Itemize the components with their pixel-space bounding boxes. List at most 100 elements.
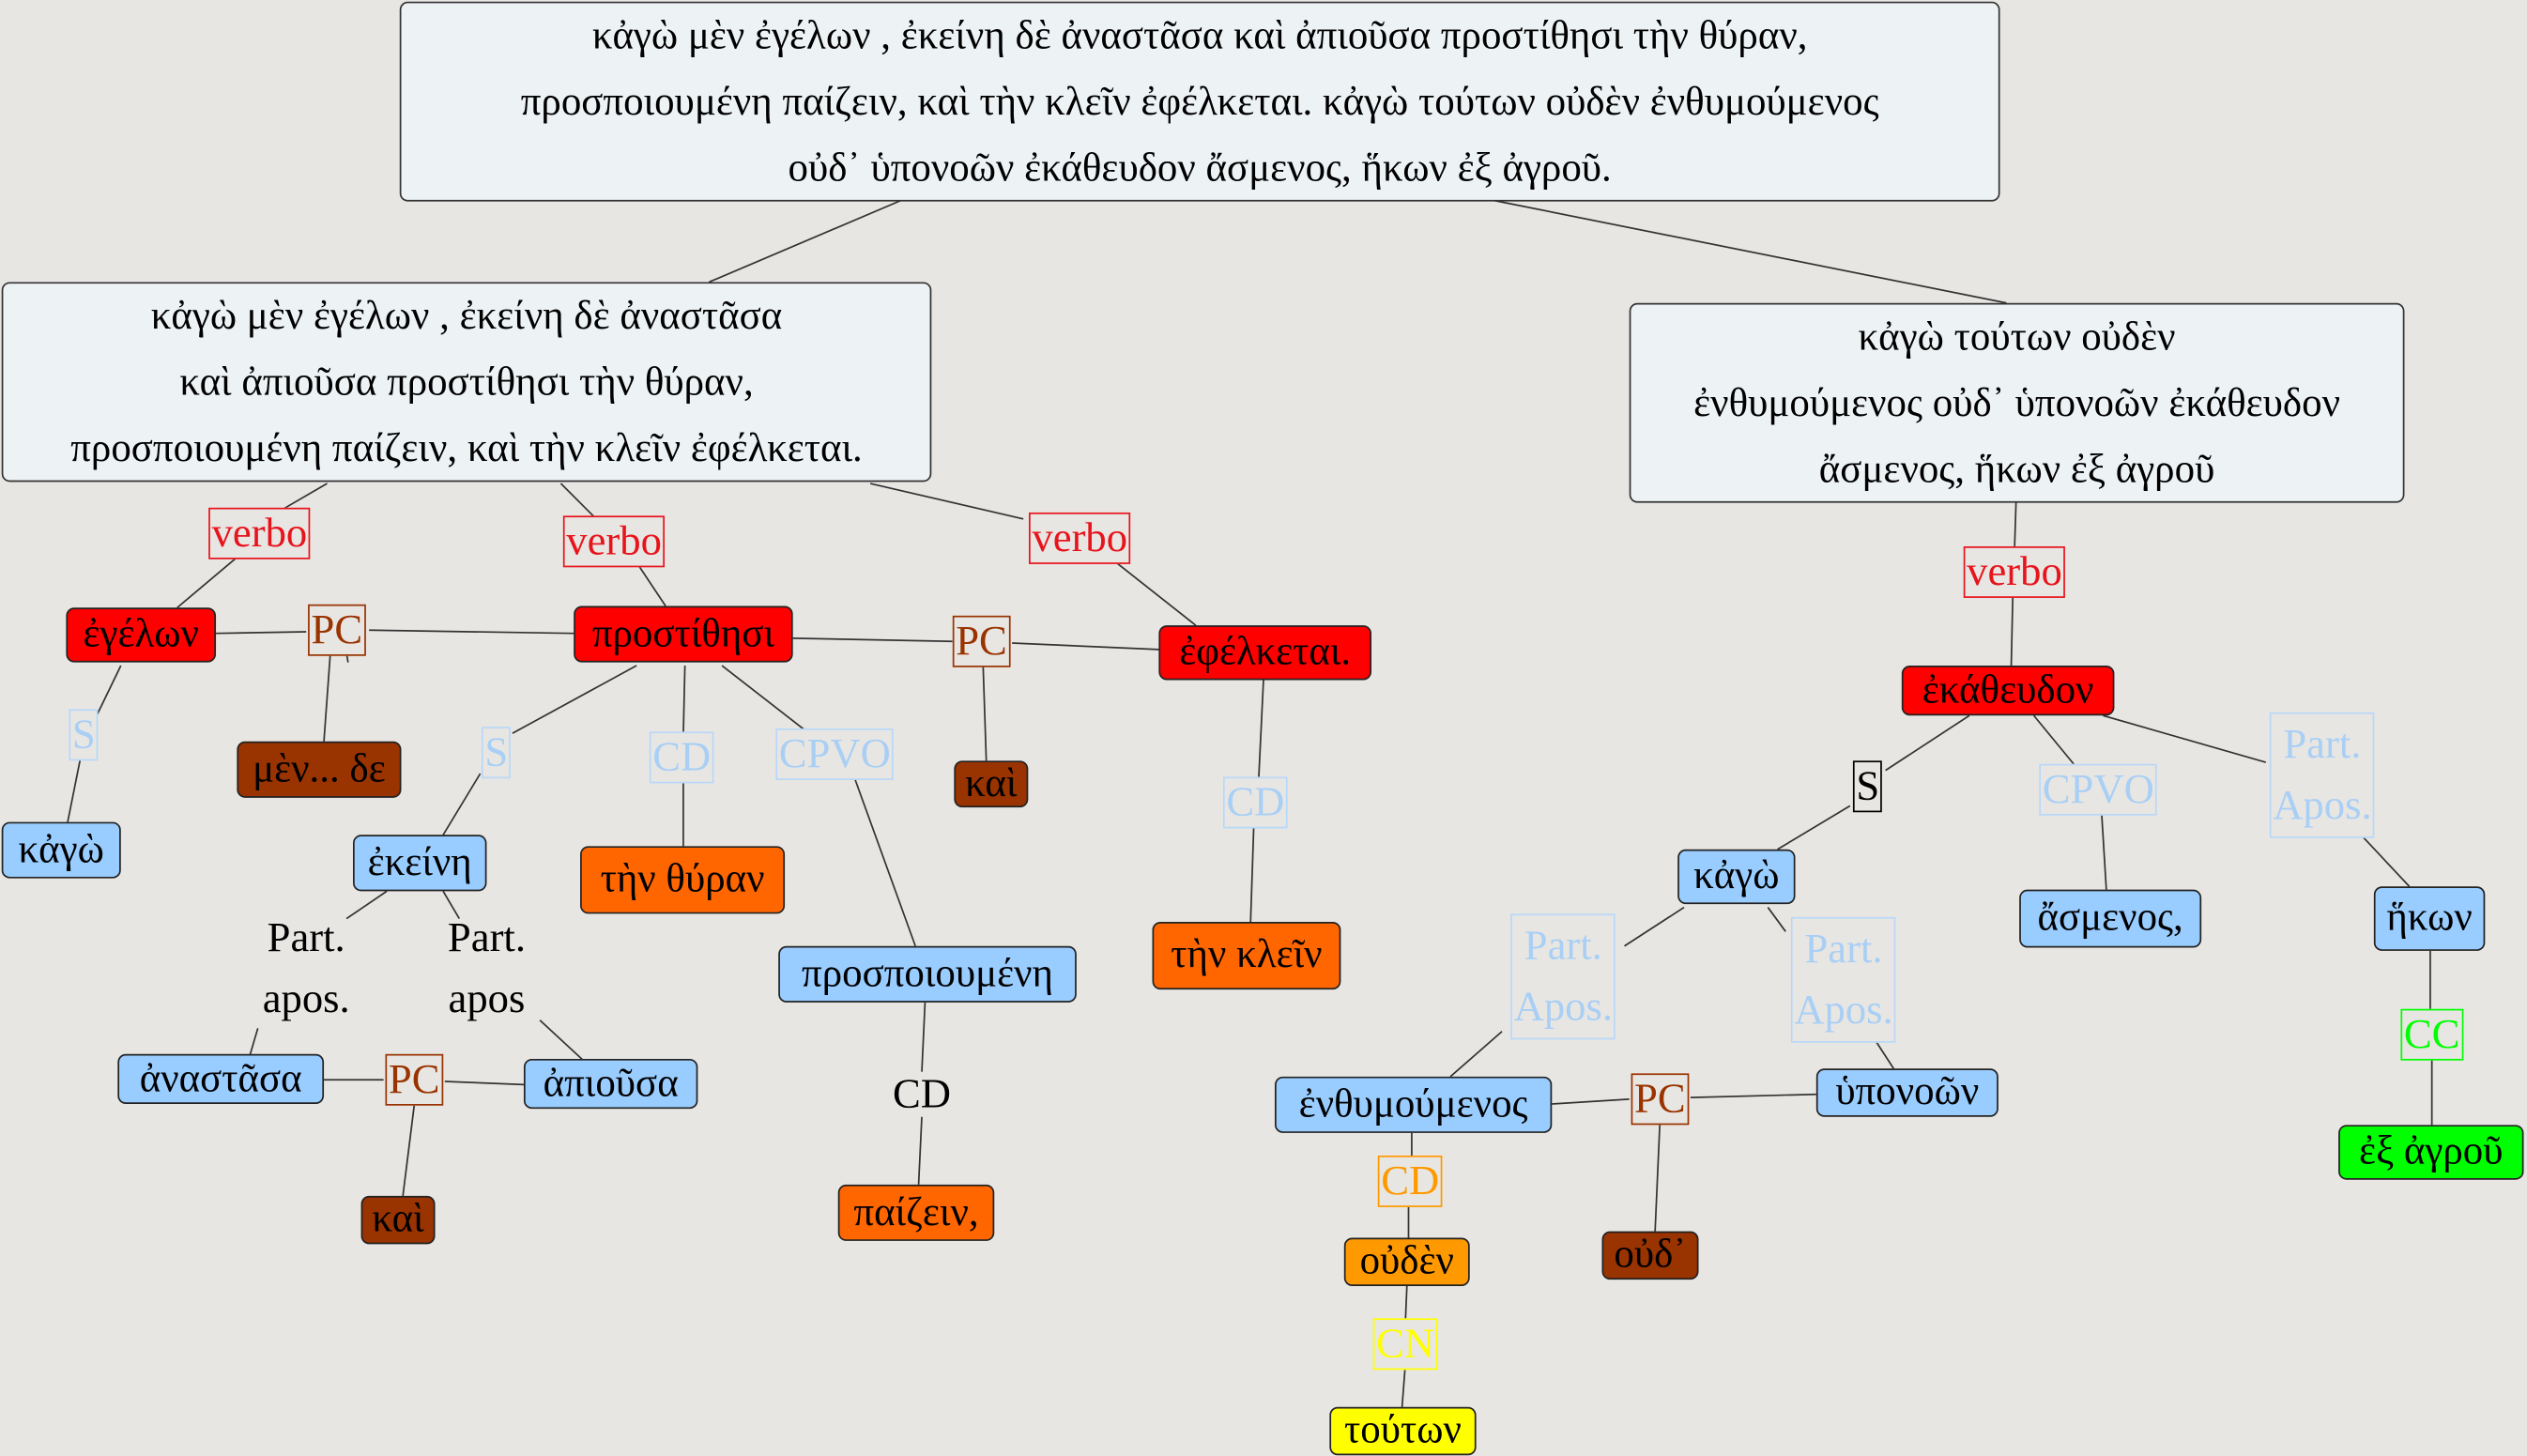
word-node-exagrou[interactable]: ἐξ ἀγροῦ: [2338, 1125, 2524, 1180]
relation-label-pa1: Part. apos.: [262, 913, 350, 1022]
tree-edge: [917, 1116, 923, 1185]
tree-edge: [442, 890, 461, 920]
relation-label-pc3: PC: [385, 1053, 443, 1106]
relation-label-cpvo2: CPVO: [2039, 763, 2158, 816]
tree-edge: [1690, 1093, 1816, 1098]
tree-edge: [921, 1002, 927, 1072]
right-clause-box[interactable]: κἀγὼ τούτων οὐδὲν ἐνθυμούμενος οὐδ᾽ ὑπον…: [1629, 302, 2405, 503]
tree-edge: [1885, 714, 1970, 772]
full-sentence-box[interactable]: κἀγὼ μὲν ἐγέλων , ἐκείνη δὲ ἀναστᾶσα καὶ…: [399, 1, 2000, 202]
relation-label-cd3: CD: [892, 1069, 952, 1117]
tree-edge: [2360, 834, 2411, 887]
word-node-kai2[interactable]: καὶ: [360, 1195, 436, 1245]
tree-edge: [1404, 1285, 1408, 1326]
relation-label-verbo3: verbo: [1029, 512, 1131, 564]
sentence-line: κἀγὼ τούτων οὐδὲν: [1858, 314, 2176, 359]
word-node-paizein[interactable]: παίζειν,: [837, 1184, 995, 1241]
tree-edge: [176, 555, 239, 608]
tree-edge: [1490, 199, 2007, 304]
left-clause-box[interactable]: κἀγὼ μὲν ἐγέλων , ἐκείνη δὲ ἀναστᾶσα καὶ…: [1, 282, 932, 483]
word-node-kago2[interactable]: κἀγὼ: [1677, 849, 1796, 905]
word-node-apiousa[interactable]: ἀπιοῦσα: [523, 1058, 698, 1110]
relation-label-pc4: PC: [1631, 1073, 1690, 1126]
word-node-prospoioumene[interactable]: προσποιουμένη: [778, 945, 1077, 1003]
word-node-ekatheudon[interactable]: ἐκάθευδον: [1901, 666, 2115, 716]
tree-edge: [2032, 714, 2080, 772]
tree-edge: [444, 1081, 524, 1086]
sentence-line: οὐδ᾽ ὑπονοῶν ἐκάθευδον ἄσμενος, ἥκων ἐξ …: [788, 146, 1612, 190]
relation-label-cd1: CD: [649, 731, 714, 784]
tree-edge: [1012, 642, 1159, 651]
tree-edge: [539, 1019, 585, 1062]
tree-edge: [369, 629, 574, 635]
relation-label-pa5: Part. Apos.: [2269, 712, 2376, 838]
tree-edge: [982, 664, 988, 761]
word-node-kago1[interactable]: κἀγὼ: [1, 821, 121, 879]
tree-edge: [323, 652, 331, 742]
tree-edge: [1767, 907, 1786, 932]
tree-edge: [512, 665, 637, 734]
sentence-line: ἄσμενος, ἥκων ἐξ ἀγροῦ: [1818, 447, 2215, 491]
tree-edge: [682, 666, 686, 735]
word-node-mende[interactable]: μὲν... δε: [237, 741, 402, 798]
word-node-hekon[interactable]: ἥκων: [2373, 886, 2486, 951]
relation-label-verbo4: verbo: [1963, 545, 2066, 598]
tree-edge: [853, 776, 916, 947]
relation-label-pa2: Part. apos: [447, 913, 527, 1022]
tree-edge: [1777, 805, 1851, 851]
tree-edge: [96, 665, 122, 716]
word-node-kai1[interactable]: καὶ: [954, 760, 1029, 808]
relation-label-pa3: Part. Apos.: [1510, 913, 1616, 1040]
tree-edge: [1449, 1031, 1503, 1078]
tree-edge: [1552, 1098, 1630, 1105]
sentence-line: ἐνθυμούμενος οὐδ᾽ ὑπονοῶν ἐκάθευδον: [1693, 381, 2341, 425]
word-node-prostithesi[interactable]: προστίθησι: [574, 605, 793, 663]
tree-edge: [2100, 810, 2107, 890]
tree-edge: [1624, 906, 1685, 947]
tree-edge: [709, 199, 903, 284]
tree-edge: [721, 665, 810, 734]
sentence-line: κἀγὼ μὲν ἐγέλων , ἐκείνη δὲ ἀναστᾶσα καὶ…: [591, 13, 1808, 57]
tree-edge: [442, 773, 482, 835]
tree-edge: [1257, 680, 1264, 780]
tree-edge: [1401, 1365, 1406, 1407]
word-node-hyponoon[interactable]: ὑπονοῶν: [1815, 1068, 1999, 1117]
sentence-line: κἀγὼ μὲν ἐγέλων , ἐκείνη δὲ ἀναστᾶσα: [150, 294, 783, 338]
relation-label-pc2: PC: [952, 615, 1011, 667]
word-node-efelketai[interactable]: ἐφέλκεται.: [1158, 625, 1371, 681]
relation-label-cc: CC: [2400, 1008, 2463, 1061]
tree-edge: [2010, 592, 2014, 667]
word-node-asmenos[interactable]: ἄσμενος,: [2019, 889, 2202, 948]
relation-label-s3: S: [1852, 760, 1883, 813]
tree-edge: [1249, 824, 1255, 923]
word-node-ekeine[interactable]: ἐκείνη: [352, 835, 487, 892]
word-node-enthymoumenos[interactable]: ἐνθυμούμενος: [1274, 1076, 1553, 1133]
word-node-thyran[interactable]: τὴν θύραν: [580, 846, 786, 914]
word-node-klein[interactable]: τὴν κλεῖν: [1152, 922, 1341, 990]
tree-edge: [402, 1105, 416, 1196]
tree-edge: [792, 636, 953, 643]
sentence-line: προσποιουμένη παίζειν, καὶ τὴν κλεῖν ἐφέ…: [520, 79, 1879, 124]
tree-edge: [2103, 714, 2267, 763]
tree-edge: [559, 483, 597, 520]
word-node-touton[interactable]: τούτων: [1329, 1406, 1477, 1456]
tree-edge: [1111, 559, 1197, 626]
relation-label-s2: S: [481, 727, 512, 779]
tree-edge: [216, 631, 307, 635]
tree-edge: [67, 757, 82, 822]
word-node-anastasa[interactable]: ἀναστᾶσα: [117, 1053, 325, 1105]
tree-edge: [249, 1028, 259, 1056]
tree-edge: [869, 483, 1024, 520]
sentence-line: καὶ ἀπιοῦσα προστίθησι τὴν θύραν,: [179, 360, 754, 405]
word-node-egelon[interactable]: ἐγέλων: [66, 607, 217, 663]
word-node-ouden[interactable]: οὐδὲν: [1343, 1237, 1470, 1287]
tree-edge: [636, 561, 666, 606]
relation-label-pc1: PC: [308, 604, 366, 656]
word-node-oud[interactable]: οὐδ᾽: [1601, 1231, 1699, 1280]
tree-edge: [345, 890, 388, 920]
relation-label-cpvo1: CPVO: [775, 728, 895, 780]
relation-label-verbo1: verbo: [208, 507, 311, 559]
relation-label-cd2: CD: [1222, 776, 1288, 829]
